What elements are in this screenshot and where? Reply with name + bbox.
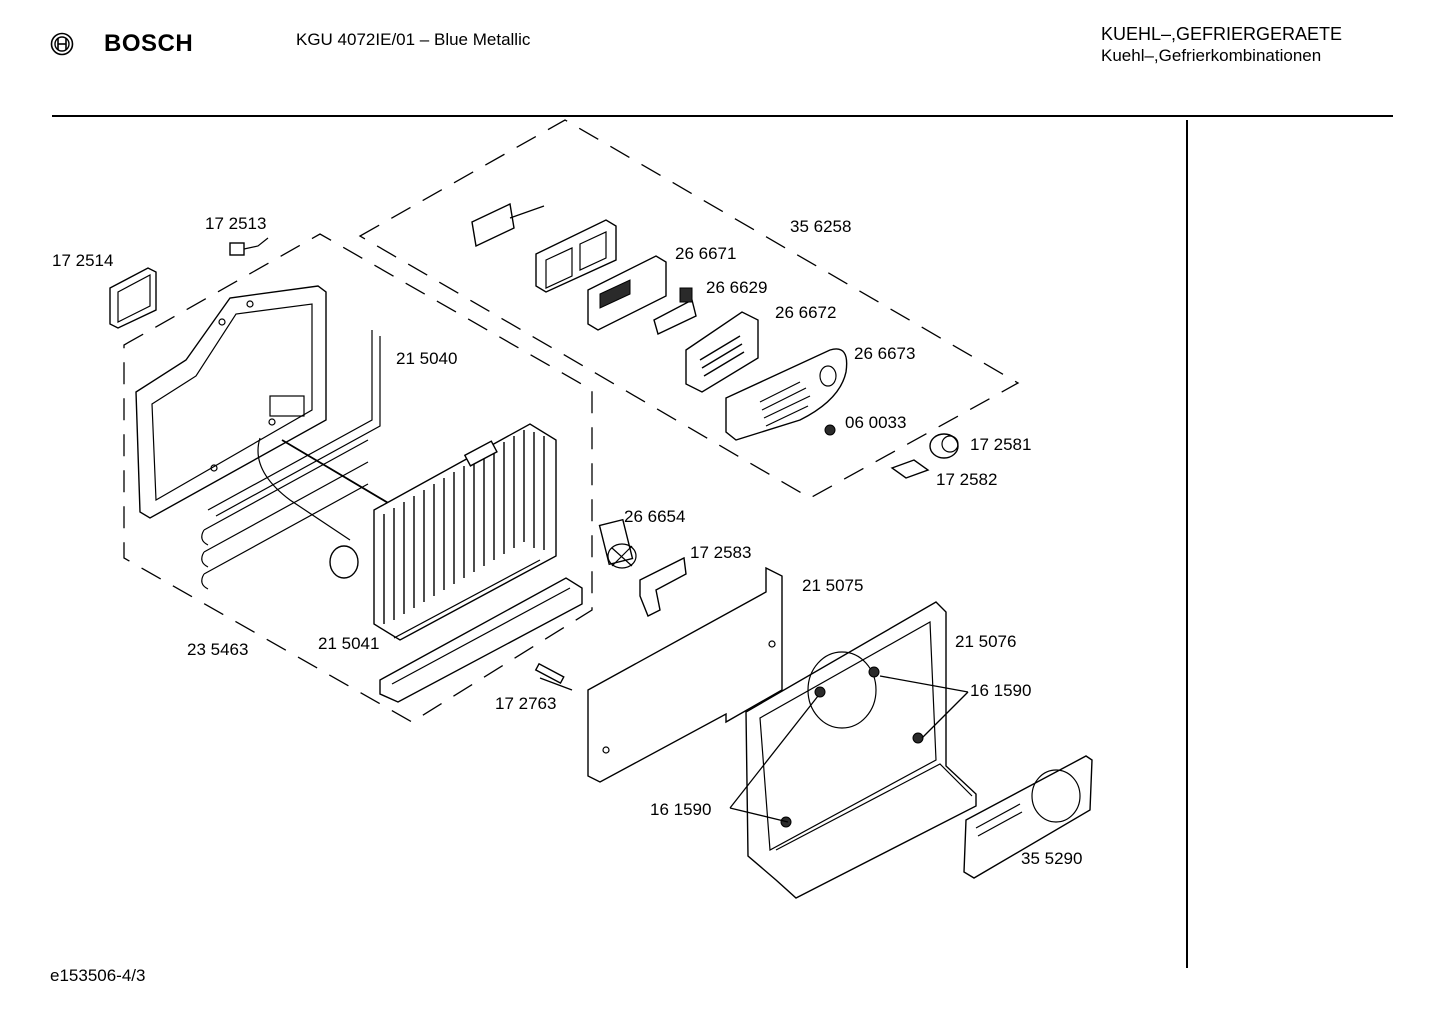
part-172581-knob[interactable] <box>929 433 959 459</box>
label-172513: 17 2513 <box>205 214 266 233</box>
leader-lines <box>539 675 969 823</box>
part-355290-grille[interactable] <box>963 755 1093 879</box>
part-060033-screw[interactable] <box>824 424 836 436</box>
part-215040-condenser-tubing[interactable] <box>201 330 401 590</box>
part-266629-module[interactable] <box>587 255 667 331</box>
part-172513-connector[interactable] <box>229 237 269 256</box>
part-condenser-coil[interactable] <box>373 423 557 641</box>
part-grommet <box>329 545 359 579</box>
part-356258-seal[interactable] <box>471 202 545 248</box>
label-235463: 23 5463 <box>187 640 248 659</box>
category-primary: KUEHL–,GEFRIERGERAETE <box>1101 24 1343 44</box>
label-172583: 17 2583 <box>690 543 751 562</box>
part-215075-cover[interactable] <box>587 566 783 783</box>
label-266654: 26 6654 <box>624 507 685 526</box>
part-266654-fan[interactable] <box>598 518 637 569</box>
part-172763-pin[interactable] <box>534 662 565 685</box>
label-355290: 35 5290 <box>1021 849 1082 868</box>
bosch-armature-logo-icon <box>50 32 74 56</box>
label-161590-left: 16 1590 <box>650 800 711 819</box>
label-266673: 26 6673 <box>854 344 915 363</box>
part-172514-bracket[interactable] <box>109 267 157 329</box>
label-356258: 35 6258 <box>790 217 851 236</box>
label-215041: 21 5041 <box>318 634 379 653</box>
label-172763: 17 2763 <box>495 694 556 713</box>
label-060033: 06 0033 <box>845 413 906 432</box>
label-266671: 26 6671 <box>675 244 736 263</box>
part-266629-switch[interactable] <box>653 287 697 335</box>
part-215076-housing[interactable] <box>745 601 977 899</box>
brand-name: BOSCH <box>104 30 194 57</box>
label-172581: 17 2581 <box>970 435 1031 454</box>
model-title: KGU 4072IE/01 – Blue Metallic <box>296 30 531 49</box>
part-172582-clip[interactable] <box>890 459 930 479</box>
label-215076: 21 5076 <box>955 632 1016 651</box>
label-172582: 17 2582 <box>936 470 997 489</box>
part-215041-drip-tray[interactable] <box>379 559 583 703</box>
document-id: e153506-4/3 <box>50 966 146 985</box>
part-266672-cover[interactable] <box>685 311 759 393</box>
part-mounting-panel <box>135 285 327 519</box>
label-172514: 17 2514 <box>52 251 113 270</box>
label-215075: 21 5075 <box>802 576 863 595</box>
group-boundary-cooling-unit <box>123 233 593 723</box>
label-215040: 21 5040 <box>396 349 457 368</box>
category-secondary: Kuehl–,Gefrierkombinationen <box>1101 46 1322 65</box>
part-172583-bracket[interactable] <box>639 556 687 617</box>
label-266672: 26 6672 <box>775 303 836 322</box>
label-266629: 26 6629 <box>706 278 767 297</box>
group-boundary-control-panel <box>358 119 1020 499</box>
part-266671-frame[interactable] <box>535 219 617 293</box>
part-266673-fascia[interactable] <box>725 348 848 441</box>
label-161590-right: 16 1590 <box>970 681 1031 700</box>
